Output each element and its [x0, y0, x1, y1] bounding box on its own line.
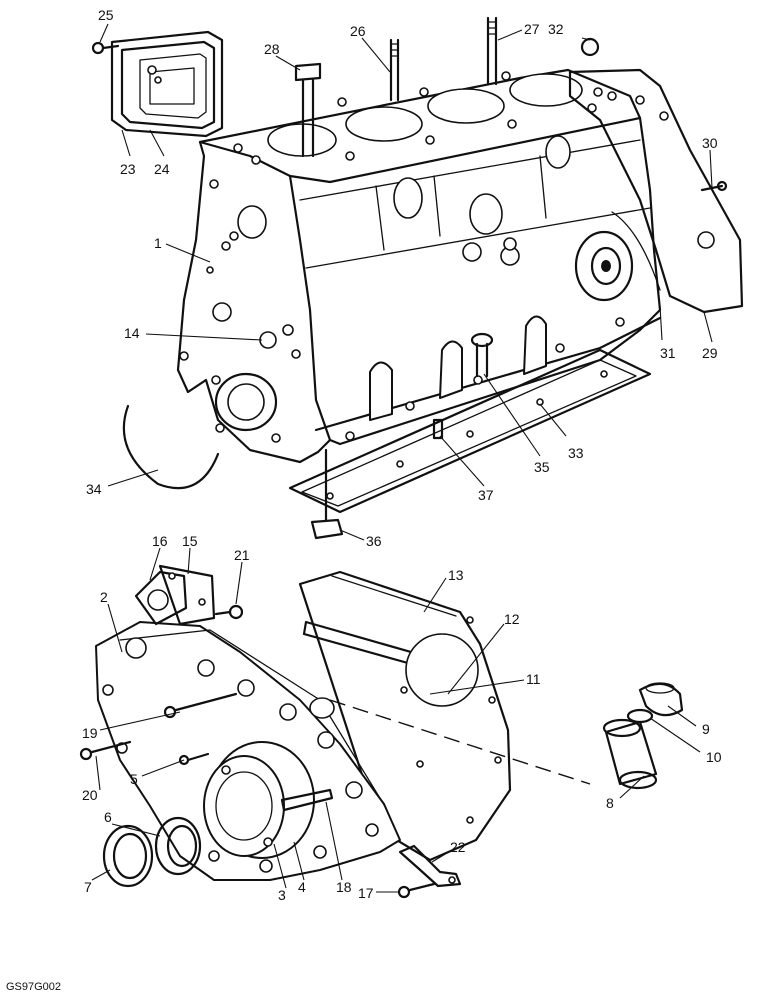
callout-16: 16	[152, 533, 168, 549]
front-plate	[568, 68, 744, 314]
engine-block	[176, 68, 662, 464]
callout-31: 31	[660, 345, 676, 361]
callout-14: 14	[124, 325, 140, 341]
callout-4: 4	[298, 879, 306, 895]
callout-2: 2	[100, 589, 108, 605]
head-studs	[294, 16, 498, 158]
callout-11: 11	[526, 671, 541, 687]
callout-12: 12	[504, 611, 520, 627]
front-seal	[154, 816, 202, 876]
callout-5: 5	[130, 771, 138, 787]
drain-plug	[310, 448, 344, 540]
callout-labels: 25 23 24 28 26 27 32 30 1 14 29 31 33 35…	[82, 7, 722, 903]
long-bolt	[163, 692, 238, 719]
callout-30: 30	[702, 135, 718, 151]
oil-filler	[602, 682, 684, 790]
callout-24: 24	[154, 161, 170, 177]
rear-seal	[122, 404, 220, 490]
callout-35: 35	[534, 459, 550, 475]
callout-36: 36	[366, 533, 382, 549]
short-bolt	[79, 740, 132, 761]
callout-25: 25	[98, 7, 114, 23]
callout-21: 21	[234, 547, 250, 563]
callout-32: 32	[548, 21, 564, 37]
bracket	[398, 844, 462, 888]
callout-33: 33	[568, 445, 584, 461]
callout-3: 3	[278, 887, 286, 903]
callout-29: 29	[702, 345, 718, 361]
callout-1: 1	[154, 235, 162, 251]
housing-bolt	[280, 788, 334, 812]
callout-17: 17	[358, 885, 374, 901]
callout-37: 37	[478, 487, 494, 503]
callout-20: 20	[82, 787, 98, 803]
timing-cover	[95, 621, 401, 881]
bracket-bolt	[397, 882, 436, 899]
callout-7: 7	[84, 879, 92, 895]
front-plate-bolt	[700, 180, 728, 192]
callout-19: 19	[82, 725, 98, 741]
plate-screw	[214, 604, 244, 620]
cover-bolt	[178, 752, 210, 766]
timing-gaskets	[298, 570, 512, 862]
cylinder-block-assembly	[91, 16, 744, 540]
callout-8: 8	[606, 795, 614, 811]
callout-27: 27	[524, 21, 540, 37]
callout-15: 15	[182, 533, 198, 549]
callout-26: 26	[350, 23, 366, 39]
timing-cover-assembly	[79, 564, 684, 899]
sump-gasket	[288, 348, 652, 514]
callout-13: 13	[448, 567, 464, 583]
leader-lines	[91, 23, 713, 893]
callout-22: 22	[450, 839, 466, 855]
cover-gasket	[110, 30, 224, 138]
o-ring	[580, 37, 600, 57]
figure-reference-code: GS97G002	[6, 981, 61, 993]
callout-18: 18	[336, 879, 352, 895]
inspection-plate	[134, 564, 216, 626]
cover-screw	[91, 41, 120, 55]
front-seal-ring	[102, 824, 154, 888]
block-bolt	[470, 332, 494, 378]
callout-23: 23	[120, 161, 136, 177]
callout-9: 9	[702, 721, 710, 737]
callout-10: 10	[706, 749, 722, 765]
callout-34: 34	[86, 481, 102, 497]
callout-28: 28	[264, 41, 280, 57]
centerline	[329, 699, 591, 785]
callout-6: 6	[104, 809, 112, 825]
